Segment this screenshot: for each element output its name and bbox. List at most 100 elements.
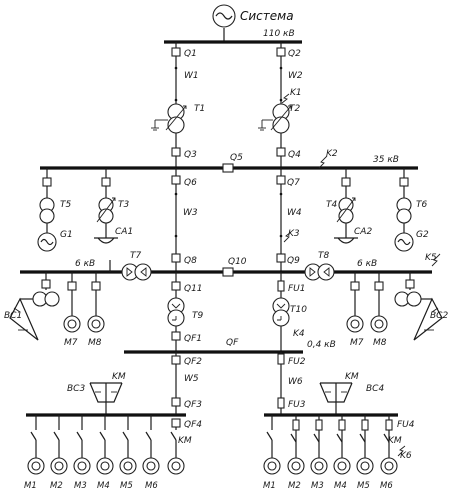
m4-left-label: M4 (97, 481, 110, 491)
q7-label: Q7 (287, 178, 300, 188)
g2-label: G2 (416, 230, 429, 240)
q8-label: Q8 (184, 256, 197, 266)
fu1-label: FU1 (288, 284, 306, 294)
breaker-qf1 (171, 331, 181, 341)
fuse-fu3 (277, 397, 285, 409)
w5-label: W5 (184, 374, 199, 384)
capacitor-bank-bc3 (89, 382, 123, 415)
capacitor-bank-bc4 (319, 382, 353, 415)
qf3-label: QF3 (184, 400, 202, 410)
t2-label: T2 (289, 104, 300, 114)
breaker-qf4 (171, 418, 181, 428)
bc2-label: BC2 (430, 311, 448, 321)
bc1-label: BC1 (4, 311, 22, 321)
breaker-q7 (276, 175, 286, 185)
k4-label: K4 (293, 329, 305, 339)
system-label: Система (240, 9, 294, 23)
breaker-qf2 (171, 355, 181, 365)
fault-k3-arrow (283, 231, 292, 243)
bus-6kv-right-voltage: 6 кВ (357, 259, 377, 269)
w4-label: W4 (287, 208, 302, 218)
transformer-t1 (151, 103, 187, 134)
km-bc4-label: KM (345, 372, 359, 382)
fault-k5-arrow (431, 253, 441, 267)
m5-left-label: M5 (120, 481, 133, 491)
q2-label: Q2 (288, 49, 301, 59)
fu2-label: FU2 (288, 357, 306, 367)
k1-label: K1 (290, 88, 302, 98)
q6-label: Q6 (184, 178, 197, 188)
fault-k6-arrow (397, 445, 406, 457)
qf4-label: QF4 (184, 420, 202, 430)
bc4-label: BC4 (366, 384, 384, 394)
breaker-q3 (171, 147, 181, 157)
k6-label: K6 (400, 451, 412, 461)
m1-left-label: M1 (24, 481, 37, 491)
w2-label: W2 (288, 71, 303, 81)
m8-left-label: M8 (88, 338, 102, 348)
q4-label: Q4 (288, 150, 301, 160)
w3-label: W3 (183, 208, 198, 218)
fu3-label: FU3 (288, 400, 306, 410)
k3-label: K3 (288, 229, 300, 239)
m2-left-label: M2 (50, 481, 63, 491)
bus-110kv-voltage: 110 кВ (263, 29, 295, 39)
breaker-qf3 (171, 397, 181, 407)
coupler-q10 (222, 267, 234, 277)
km-bc3-label: KM (112, 372, 126, 382)
capacitor-bank-bc1 (9, 272, 60, 341)
transformer-t2 (258, 103, 292, 134)
q5-label: Q5 (230, 153, 243, 163)
motor-feeder-left (63, 272, 105, 333)
w6-label: W6 (288, 377, 303, 387)
t8-label: T8 (318, 251, 329, 261)
bus-6kv-left-voltage: 6 кВ (75, 259, 95, 269)
t7-label: T7 (130, 251, 141, 261)
reactor-t7 (109, 260, 152, 281)
transformer-t4-branch (334, 168, 358, 244)
coupler-q5 (222, 163, 234, 173)
km-motor-left-label: KM (178, 436, 192, 446)
ca2-label: CA2 (354, 227, 372, 237)
m3-left-label: M3 (74, 481, 87, 491)
g1-label: G1 (60, 230, 73, 240)
q10-label: Q10 (228, 257, 247, 267)
km-motor-right-label: KM (388, 436, 402, 446)
transformer-t9 (167, 297, 185, 327)
breaker-q4 (276, 147, 286, 157)
q9-label: Q9 (287, 256, 300, 266)
m6-left-label: M6 (145, 481, 158, 491)
t4-label: T4 (326, 200, 337, 210)
breaker-q11 (171, 281, 181, 291)
k2-label: K2 (326, 149, 338, 159)
m7-right-label: M7 (350, 338, 364, 348)
transformer-t6-branch (394, 168, 414, 252)
system-source: Система (212, 4, 294, 42)
t5-label: T5 (60, 200, 71, 210)
qf-coupler-label: QF (226, 338, 239, 348)
bus-35kv-voltage: 35 кВ (373, 155, 399, 165)
breaker-q1 (171, 47, 181, 57)
fault-k2-arrow (318, 155, 328, 169)
fuse-fu1 (277, 280, 285, 292)
w1-label: W1 (184, 71, 199, 81)
t9-label: T9 (192, 311, 203, 321)
fu4-label: FU4 (397, 420, 415, 430)
capacitor-bank-bc2 (394, 272, 443, 341)
m6-right-label: M6 (380, 481, 393, 491)
ca1-label: CA1 (115, 227, 133, 237)
reactor-t8 (304, 263, 335, 281)
t10-label: T10 (290, 305, 307, 315)
breaker-q6 (171, 175, 181, 185)
q3-label: Q3 (184, 150, 197, 160)
q11-label: Q11 (184, 284, 203, 294)
bus-04kv-voltage: 0,4 кВ (307, 340, 336, 350)
breaker-q2 (276, 47, 286, 57)
motor-group-left (27, 415, 185, 475)
transformer-t5-branch (37, 168, 57, 252)
breaker-q8 (171, 253, 181, 263)
fault-k1-arrow (281, 93, 290, 104)
m1-right-label: M1 (263, 481, 276, 491)
bc3-label: BC3 (67, 384, 85, 394)
